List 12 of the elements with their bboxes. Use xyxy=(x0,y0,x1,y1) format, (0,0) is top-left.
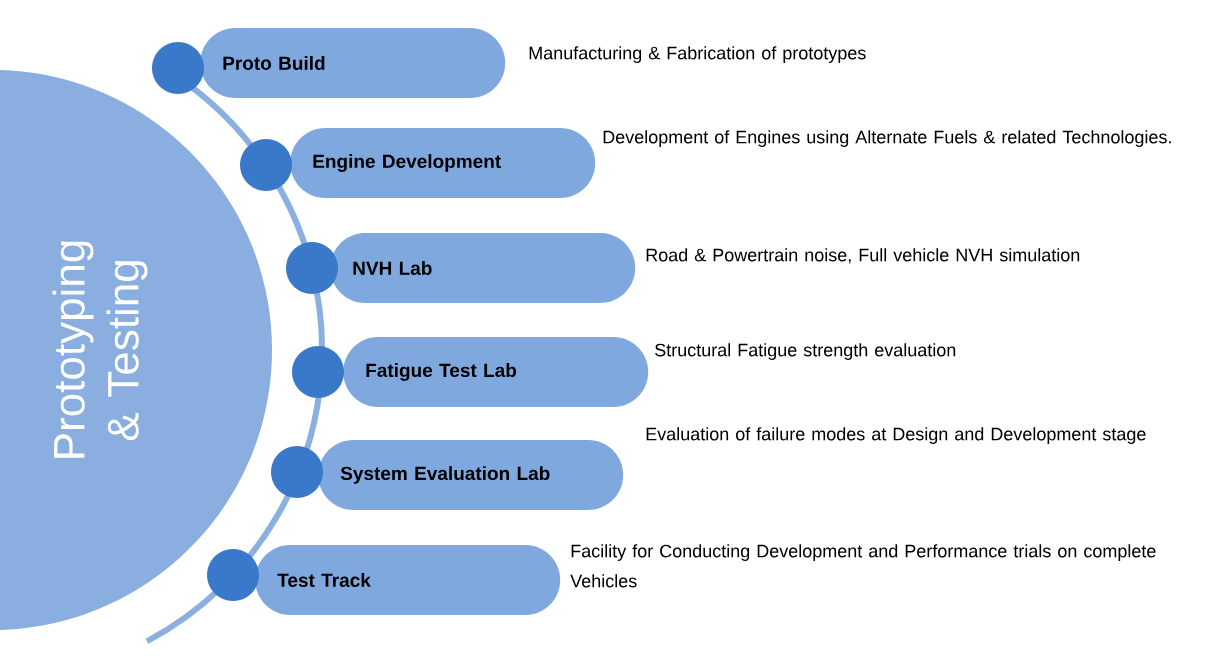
description-text: Structural Fatigue strength evaluation xyxy=(655,343,956,360)
description-text: Manufacturing & Fabrication of prototypes xyxy=(529,46,866,63)
label-pill: Engine Development xyxy=(290,128,596,198)
label-pill: NVH Lab xyxy=(330,233,636,303)
label-pill: Fatigue Test Lab xyxy=(343,337,649,407)
label-pill: System Evaluation Lab xyxy=(318,440,624,510)
description-text: Development of Engines using Alternate Fuels & related Technologies. xyxy=(603,130,1171,147)
description-text: Evaluation of failure modes at Design and Development stage xyxy=(646,427,1146,444)
label-pill: Test Track xyxy=(255,545,561,615)
label-pill: Proto Build xyxy=(200,28,506,98)
description-text: Road & Powertrain noise, Full vehicle NVH simulation xyxy=(646,248,1080,264)
description-text: Facility for Conducting Development and Performance trials on complete Vehicles xyxy=(570,544,1156,588)
